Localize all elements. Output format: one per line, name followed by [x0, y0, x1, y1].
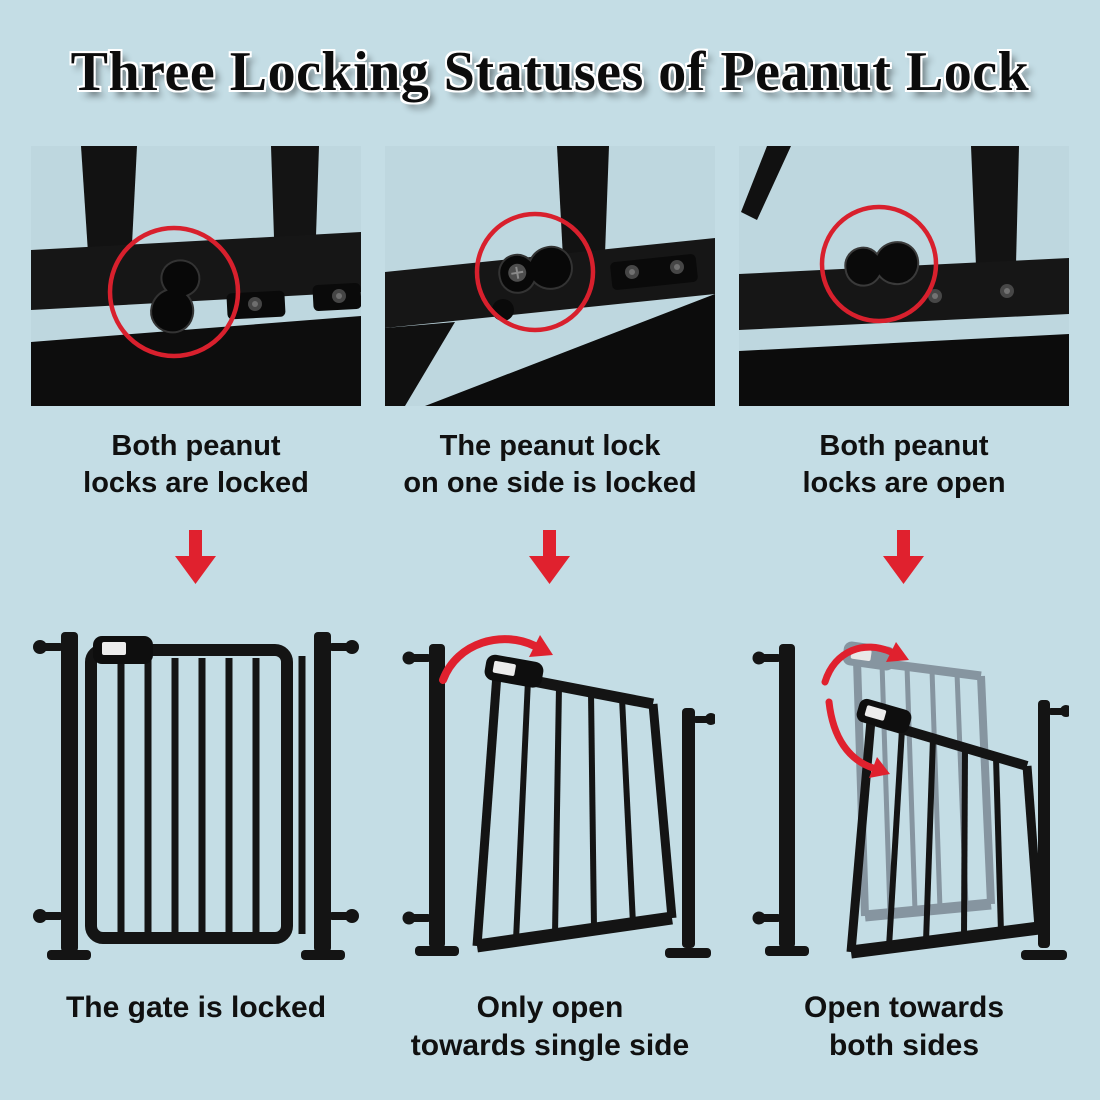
photo-both-peanut-locks-open: [739, 146, 1069, 406]
gate-post: [971, 146, 1019, 266]
red-down-arrow-icon: [175, 530, 216, 584]
gate-post: [741, 146, 791, 220]
gate-door-ghost: [853, 655, 995, 922]
three-column-layout: Both peanut locks are locked: [0, 146, 1100, 1066]
gate-bars: [117, 658, 260, 932]
status-caption: Both peanut locks are open: [802, 428, 1005, 504]
handle-label: [492, 660, 516, 676]
gate-bottom-rail: [31, 316, 361, 406]
page-title: Three Locking Statuses of Peanut Lock: [70, 41, 1030, 103]
result-caption: Only open towards single side: [411, 989, 689, 1066]
gate-bottom-rail: [425, 294, 715, 406]
column-one-side-locked: The peanut lock on one side is locked: [385, 146, 715, 1066]
red-down-arrow-icon: [883, 530, 924, 584]
result-caption-line: towards single side: [410, 1029, 690, 1063]
column-both-open: Both peanut locks are open: [739, 146, 1069, 1066]
gate-door-open: [472, 668, 677, 953]
column-both-locked: Both peanut locks are locked: [31, 146, 361, 1066]
gate-door-frame: [85, 644, 293, 944]
status-caption-line: Both peanut: [819, 430, 989, 462]
gate-illustration-open-both-sides: [752, 641, 1069, 960]
gate-illustration-locked: [33, 632, 359, 960]
red-circle-annotation: [474, 211, 596, 333]
result-caption: The gate is locked: [66, 989, 326, 1027]
status-caption: Both peanut locks are locked: [83, 428, 309, 504]
gate-bottom-rail: [739, 334, 1069, 406]
gate-frame: [33, 632, 359, 960]
status-caption-line: on one side is locked: [403, 467, 697, 500]
status-caption-line: The peanut lock: [439, 430, 661, 462]
handle-label: [102, 642, 126, 655]
red-circle-annotation: [107, 225, 241, 359]
red-curved-arrow-head: [869, 757, 890, 778]
red-curved-arrow-icon: [821, 643, 895, 686]
handle-label: [864, 705, 887, 721]
gate-post: [557, 146, 609, 258]
gate-handle: [856, 698, 912, 734]
red-curved-arrow-head: [529, 635, 553, 657]
red-down-arrow-icon: [529, 530, 570, 584]
result-caption-line: both sides: [828, 1029, 979, 1063]
gate-post: [81, 146, 137, 268]
gate-frame: [402, 644, 715, 958]
photo-both-peanut-locks-locked: [31, 146, 361, 406]
peanut-lock-shape: [150, 259, 201, 334]
status-caption-line: locks are open: [802, 467, 1006, 500]
peanut-lock-shape: [844, 241, 920, 287]
red-curved-arrow-head: [886, 642, 909, 662]
result-caption-line: Only open: [476, 991, 624, 1024]
photo-peanut-lock-one-side-locked: [385, 146, 715, 406]
result-caption-line: Open towards: [803, 991, 1005, 1024]
gate-illustration-open-single-side: [402, 635, 715, 958]
gate-handle: [484, 654, 544, 688]
red-curved-arrow-icon: [825, 698, 877, 772]
status-caption: The peanut lock on one side is locked: [403, 428, 696, 504]
gate-frame: [752, 644, 1069, 960]
status-caption-line: Both peanut: [111, 430, 281, 462]
result-caption: Open towards both sides: [804, 989, 1004, 1066]
result-caption-line: The gate is locked: [65, 991, 327, 1024]
red-curved-arrow-icon: [439, 635, 539, 684]
status-caption-line: locks are locked: [83, 467, 309, 500]
gate-bottom-rail: [385, 322, 455, 406]
red-circle-annotation: [819, 204, 939, 324]
